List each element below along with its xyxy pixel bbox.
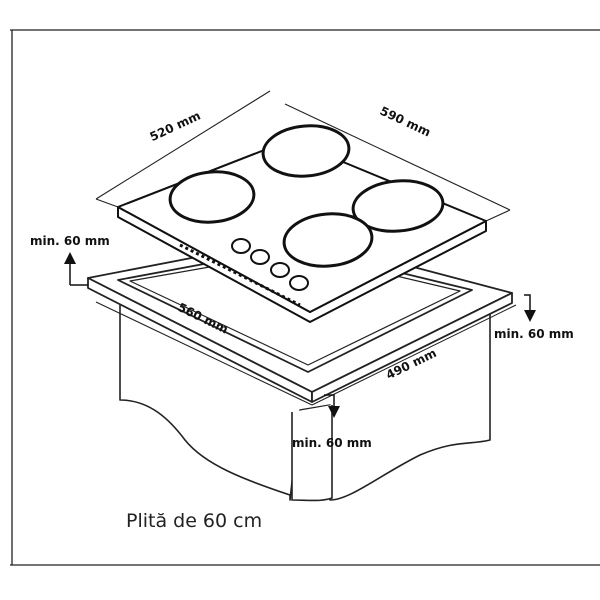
burner-back-right	[351, 179, 445, 233]
cutout-dimension-lines	[95, 301, 517, 406]
frame	[10, 29, 600, 566]
label-hob-width: 590 mm	[378, 104, 433, 140]
knob-1	[231, 238, 251, 254]
knob-3	[270, 262, 290, 278]
burner-front-right	[282, 212, 374, 268]
caption: Plită de 60 cm	[126, 510, 263, 532]
clearance-arrows	[64, 252, 536, 418]
label-clearance-back: min. 60 mm	[30, 234, 110, 248]
knob-4	[289, 275, 309, 291]
arrow-side-clearance	[524, 294, 536, 322]
label-clearance-front: min. 60 mm	[292, 436, 372, 450]
knob-2	[250, 249, 270, 265]
cabinet-front	[291, 405, 333, 502]
burner-front-left	[168, 170, 256, 224]
arrow-front-clearance	[324, 394, 340, 418]
control-knobs	[231, 238, 309, 291]
label-hob-depth: 520 mm	[148, 108, 203, 144]
burners	[168, 124, 445, 268]
hob-dimension-lines	[95, 90, 511, 222]
label-clearance-side: min. 60 mm	[494, 327, 574, 341]
burner-back-left	[261, 124, 351, 178]
